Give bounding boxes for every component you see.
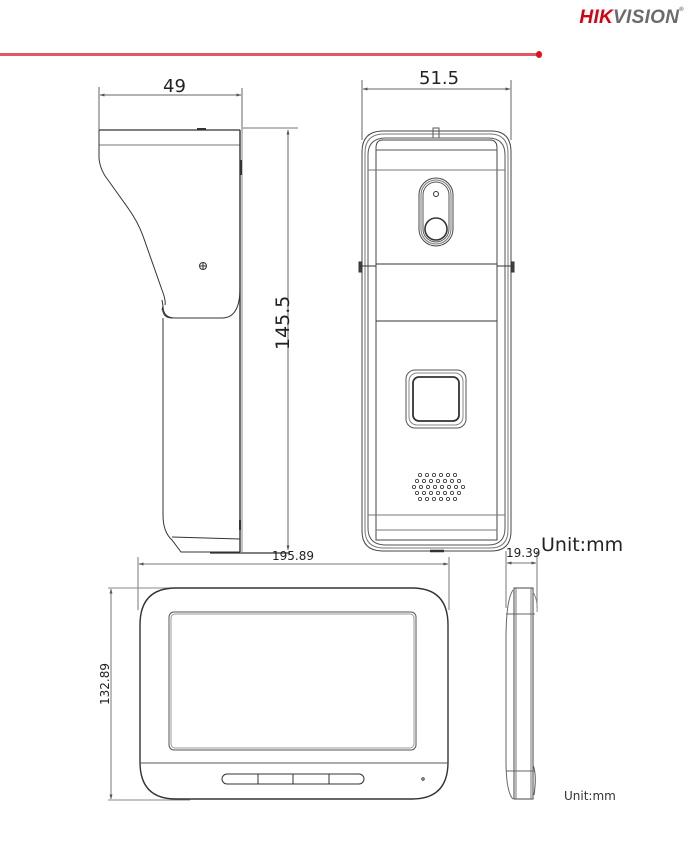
- monitor-width-label: 195.89: [272, 549, 314, 563]
- door-station-width-label: 51.5: [419, 68, 459, 89]
- logo-registered-mark: ®: [679, 7, 684, 13]
- monitor-height-label: 132.89: [98, 663, 112, 705]
- speaker-grille: [411, 472, 465, 501]
- logo-vision: VISION: [613, 7, 680, 28]
- header-divider-dot: [536, 51, 542, 58]
- door-station-side-view: [98, 87, 298, 554]
- monitor-depth-label: 19.39: [506, 546, 540, 560]
- door-station-height-label: 145.5: [272, 296, 294, 350]
- logo-hik: HIK: [579, 7, 614, 28]
- header-divider: [0, 53, 537, 56]
- door-station-unit-label: Unit:mm: [541, 534, 624, 556]
- monitor-unit-label: Unit:mm: [564, 789, 616, 803]
- hikvision-logo: HIKVISION®: [579, 7, 684, 29]
- indoor-monitor-front-view: [108, 557, 450, 801]
- indoor-monitor-side-view: [505, 551, 538, 800]
- door-station-depth-label: 49: [163, 76, 186, 97]
- door-station-front-view: [358, 80, 515, 553]
